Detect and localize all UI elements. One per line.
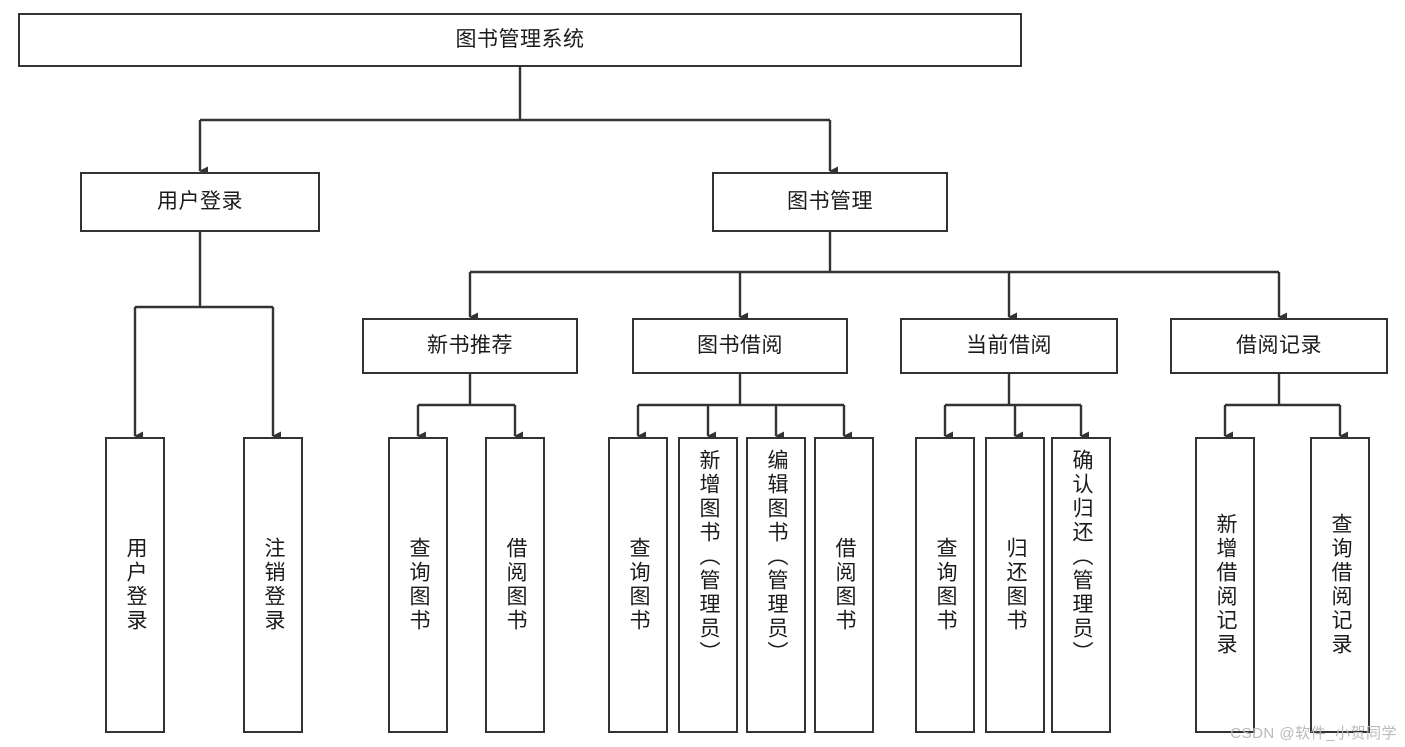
node-label: 新书推荐 <box>427 334 513 358</box>
node-leaf-rec-1[interactable]: 新增借阅记录 <box>1195 437 1255 733</box>
node-label: 注销登录 <box>262 537 286 633</box>
node-leaf-new-2[interactable]: 借阅图书 <box>485 437 545 733</box>
node-label: 确认归还（管理员） <box>1070 449 1094 665</box>
node-label: 查询图书 <box>934 537 958 633</box>
node-label: 查询图书 <box>627 537 651 633</box>
node-label: 查询借阅记录 <box>1329 513 1353 657</box>
node-newbook[interactable]: 新书推荐 <box>362 318 578 374</box>
node-leaf-cur-1[interactable]: 查询图书 <box>915 437 975 733</box>
node-label: 新增借阅记录 <box>1214 513 1238 657</box>
node-label: 查询图书 <box>407 537 431 633</box>
node-label: 图书借阅 <box>697 334 783 358</box>
node-label: 用户登录 <box>124 537 148 633</box>
node-label: 当前借阅 <box>966 334 1052 358</box>
node-leaf-new-1[interactable]: 查询图书 <box>388 437 448 733</box>
node-label: 编辑图书（管理员） <box>765 449 789 665</box>
node-leaf-borrow-4[interactable]: 借阅图书 <box>814 437 874 733</box>
node-leaf-borrow-2[interactable]: 新增图书（管理员） <box>678 437 738 733</box>
node-leaf-rec-2[interactable]: 查询借阅记录 <box>1310 437 1370 733</box>
node-leaf-cur-3[interactable]: 确认归还（管理员） <box>1051 437 1111 733</box>
node-label: 图书管理系统 <box>455 28 585 52</box>
node-bookmgmt[interactable]: 图书管理 <box>712 172 948 232</box>
node-current[interactable]: 当前借阅 <box>900 318 1118 374</box>
node-records[interactable]: 借阅记录 <box>1170 318 1388 374</box>
node-label: 借阅图书 <box>504 537 528 633</box>
node-login[interactable]: 用户登录 <box>80 172 320 232</box>
node-leaf-login-1[interactable]: 用户登录 <box>105 437 165 733</box>
node-leaf-borrow-1[interactable]: 查询图书 <box>608 437 668 733</box>
node-label: 图书管理 <box>787 190 873 214</box>
node-label: 新增图书（管理员） <box>697 449 721 665</box>
node-label: 借阅图书 <box>833 537 857 633</box>
node-leaf-login-2[interactable]: 注销登录 <box>243 437 303 733</box>
node-leaf-cur-2[interactable]: 归还图书 <box>985 437 1045 733</box>
node-label: 归还图书 <box>1004 537 1028 633</box>
node-root[interactable]: 图书管理系统 <box>18 13 1022 67</box>
node-label: 用户登录 <box>157 190 243 214</box>
node-borrow[interactable]: 图书借阅 <box>632 318 848 374</box>
edge-group <box>133 67 1348 441</box>
node-leaf-borrow-3[interactable]: 编辑图书（管理员） <box>746 437 806 733</box>
node-label: 借阅记录 <box>1236 334 1322 358</box>
